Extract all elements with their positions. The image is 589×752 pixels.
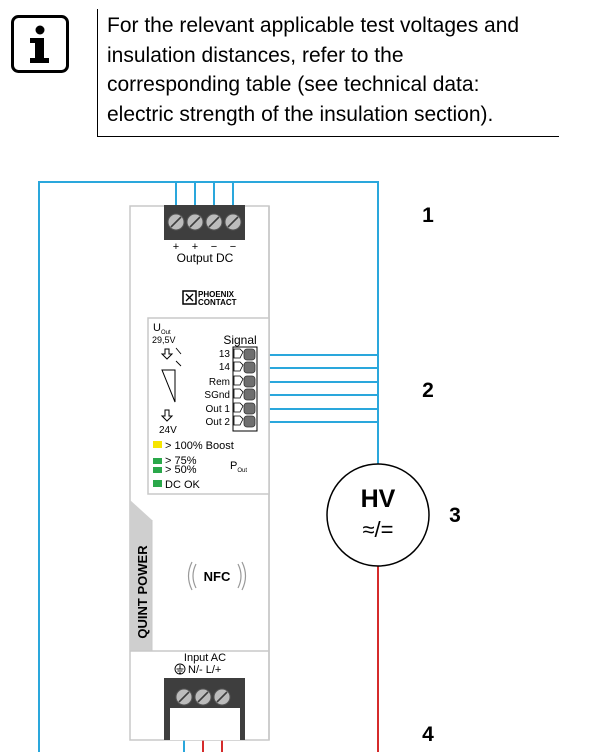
p50-led (153, 467, 162, 473)
signal-label-4: SGnd (204, 390, 230, 401)
note-line: insulation distances, refer to the (107, 43, 404, 67)
pout-label: POut (230, 460, 247, 474)
output-dc-label: Output DC (177, 251, 234, 265)
voltage-low: 24V (159, 425, 177, 436)
hv-symbol: ≈/= (362, 517, 393, 542)
blue-wire-left (38, 181, 379, 752)
output-sign-3: − (211, 241, 217, 253)
note-line: electric strength of the insulation sect… (107, 102, 494, 126)
housing-side-strip (130, 500, 152, 651)
output-sign-4: − (230, 241, 236, 253)
signal-label-6: Out 2 (206, 417, 231, 428)
p75-led (153, 458, 162, 464)
dcok-led (153, 480, 162, 487)
p50-label: > 50% (165, 464, 197, 476)
ground-icon (174, 663, 186, 675)
logo-line-2: CONTACT (198, 298, 237, 307)
boost-led (153, 441, 162, 448)
output-terminal-block (164, 205, 245, 240)
p75-label: > 75% (165, 455, 197, 467)
output-sign-2: + (192, 241, 198, 253)
voltage-high: 29,5V (152, 335, 176, 345)
output-sign-1: + (173, 241, 179, 253)
uout-label: UOut (153, 322, 171, 336)
signal-label-5: Out 1 (206, 404, 231, 415)
nfc-icon (187, 561, 247, 591)
phoenix-contact-logo: PHOENIX CONTACT (182, 290, 237, 307)
callout-4: 4 (422, 723, 434, 746)
signal-label-2: 14 (219, 362, 231, 373)
arrow-up-icon (160, 348, 174, 360)
callout-3: 3 (449, 504, 461, 527)
input-terminal-labels: N/- L/+ (188, 664, 221, 676)
callout-1: 1 (422, 204, 434, 227)
signal-label-3: Rem (209, 377, 230, 388)
note-box: For the relevant applicable test voltage… (97, 9, 559, 137)
signal-label-1: 13 (219, 349, 231, 360)
voltage-ramp-icon (161, 369, 176, 403)
note-line: For the relevant applicable test voltage… (107, 14, 520, 37)
input-terminal-block (164, 678, 245, 740)
power-supply-device: + + − − Output DC PHOENIX CONTACT UOut 2… (129, 205, 270, 741)
brand-label: QUINT POWER (135, 545, 150, 639)
info-icon (11, 15, 69, 73)
arrow-down-icon (160, 409, 174, 422)
input-ac-label: Input AC (184, 652, 226, 664)
signal-header: Signal (223, 333, 256, 347)
note-line: corresponding table (see technical data: (107, 73, 480, 96)
signal-terminal-block (232, 346, 258, 432)
relay-contact-icon (175, 347, 182, 367)
blue-wiring (38, 181, 379, 752)
logo-line-1: PHOENIX (198, 290, 235, 299)
hv-label: HV (361, 485, 396, 513)
boost-label: > 100% Boost (165, 440, 234, 452)
hv-source: HV ≈/= (326, 463, 430, 567)
nfc-label: NFC (204, 569, 231, 584)
callout-2: 2 (422, 379, 434, 402)
dcok-label: DC OK (165, 479, 201, 491)
